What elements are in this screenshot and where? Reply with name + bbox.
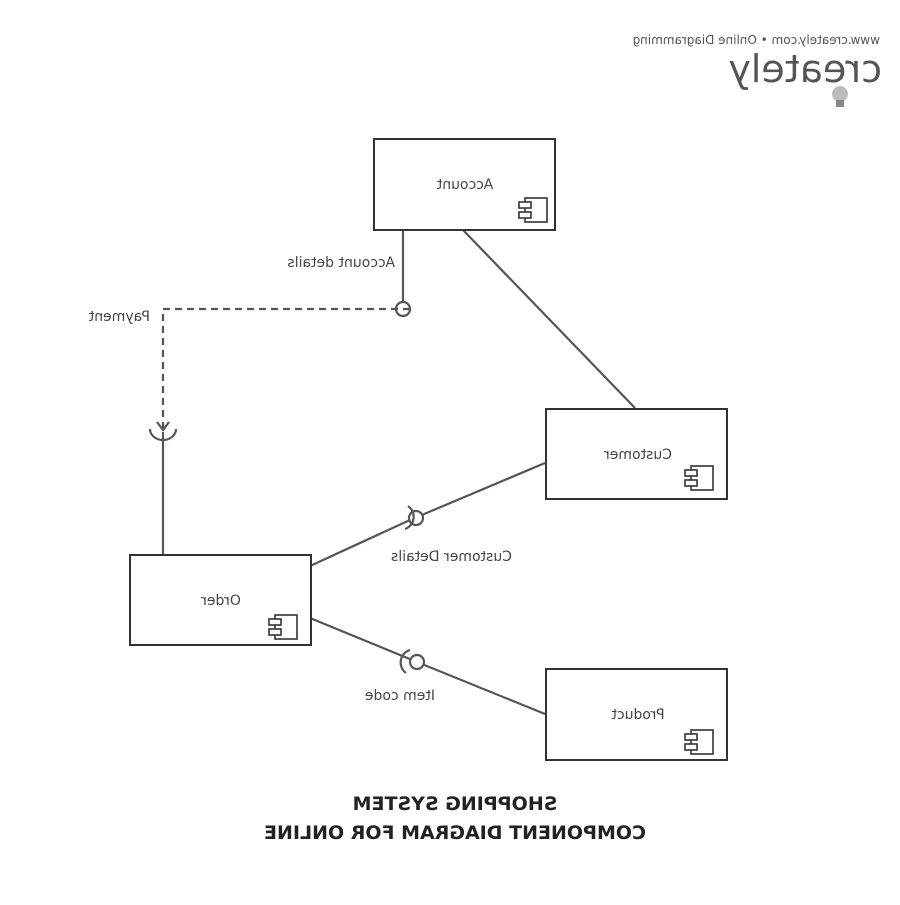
- component-icon: [268, 614, 298, 640]
- creately-logo: www.creately.com • Online Diagramming cr…: [633, 33, 882, 107]
- customer-details-line-b: [309, 519, 411, 567]
- item-code-label: Item code: [365, 688, 435, 704]
- item-code-socket: [399, 648, 411, 674]
- item-code-lollipop: [408, 653, 426, 671]
- component-product[interactable]: Product: [545, 668, 728, 761]
- brand-tagline: www.creately.com • Online Diagramming: [633, 33, 880, 47]
- diagram-title-line2: SHOPPING SYSTEM: [353, 793, 558, 815]
- component-account[interactable]: Account: [373, 138, 556, 231]
- customer-details-label: Customer Details: [391, 549, 512, 565]
- account-customer-line: [462, 229, 636, 409]
- component-customer[interactable]: Customer: [545, 408, 728, 500]
- connectors: [148, 229, 636, 716]
- component-icon: [518, 197, 548, 223]
- component-order[interactable]: Order: [129, 554, 312, 646]
- diagram-title-line1: COMPONENT DIAGRAM FOR ONLINE: [264, 822, 646, 844]
- component-icon: [684, 465, 714, 491]
- item-code-line-a: [416, 660, 546, 716]
- component-customer-name: Customer: [604, 447, 672, 463]
- lightbulb-icon: [832, 86, 848, 107]
- customer-details-line-a: [409, 461, 546, 522]
- account-details-label: Account details: [287, 255, 395, 271]
- component-order-name: Order: [201, 593, 241, 609]
- payment-arrowhead: [156, 421, 170, 432]
- component-product-name: Product: [611, 707, 665, 723]
- brand-wordmark: creately: [728, 47, 882, 91]
- payment-dependency-line: [161, 307, 410, 428]
- payment-label: Payment: [88, 309, 150, 325]
- item-code-line-b: [309, 616, 418, 664]
- component-icon: [684, 729, 714, 755]
- component-account-name: Account: [436, 177, 493, 193]
- customer-details-socket: [404, 505, 415, 531]
